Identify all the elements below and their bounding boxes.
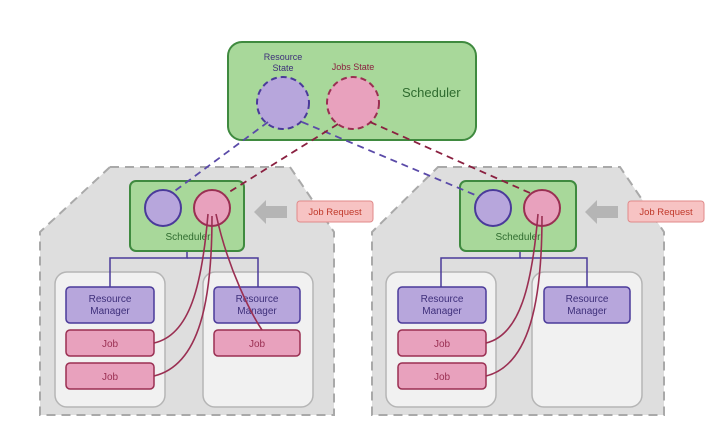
- job-label: Job: [102, 372, 119, 383]
- resource-manager-label: Resource: [89, 294, 132, 305]
- resource-state-label: State: [272, 63, 293, 73]
- resource-manager-label: Resource: [566, 294, 609, 305]
- resource-manager-label: Manager: [237, 306, 277, 317]
- job-label: Job: [434, 339, 451, 350]
- arrow-left-icon: [254, 200, 287, 224]
- job-request-box-left: [296, 200, 374, 223]
- resource-manager-label: Manager: [90, 306, 130, 317]
- job-label: Job: [102, 339, 119, 350]
- resource-manager-right-1: [397, 286, 487, 324]
- resource-manager-right-2: [543, 286, 631, 324]
- job-label: Job: [434, 372, 451, 383]
- resource-manager-label: Manager: [567, 306, 607, 317]
- resource-manager-label: Resource: [421, 294, 464, 305]
- job-box: [213, 329, 301, 357]
- resource-manager-label: Manager: [422, 306, 462, 317]
- jobs-state-label: Jobs State: [332, 62, 375, 72]
- top-scheduler-label: Scheduler: [402, 85, 461, 100]
- resource-manager-left-1: [65, 286, 155, 324]
- arrow-left-icon: [585, 200, 618, 224]
- resource-manager-left-2: [213, 286, 301, 324]
- local-scheduler-label: Scheduler: [165, 232, 211, 243]
- resource-state-label: Resource: [264, 52, 303, 62]
- job-request-label: Job Request: [308, 207, 362, 218]
- scheduler-connectors: [109, 250, 588, 287]
- resource-manager-label: Resource: [236, 294, 279, 305]
- job-request-box-right: [627, 200, 705, 223]
- job-label: Job: [249, 339, 266, 350]
- jobs-state-circle: [326, 76, 380, 130]
- state-sync-lines: [171, 121, 531, 198]
- local-resource-state-circle: [474, 189, 512, 227]
- job-assignment-curves: [153, 213, 543, 377]
- job-request-label: Job Request: [639, 207, 693, 218]
- local-resource-state-circle: [144, 189, 182, 227]
- resource-state-circle: [256, 76, 310, 130]
- local-scheduler-label: Scheduler: [495, 232, 541, 243]
